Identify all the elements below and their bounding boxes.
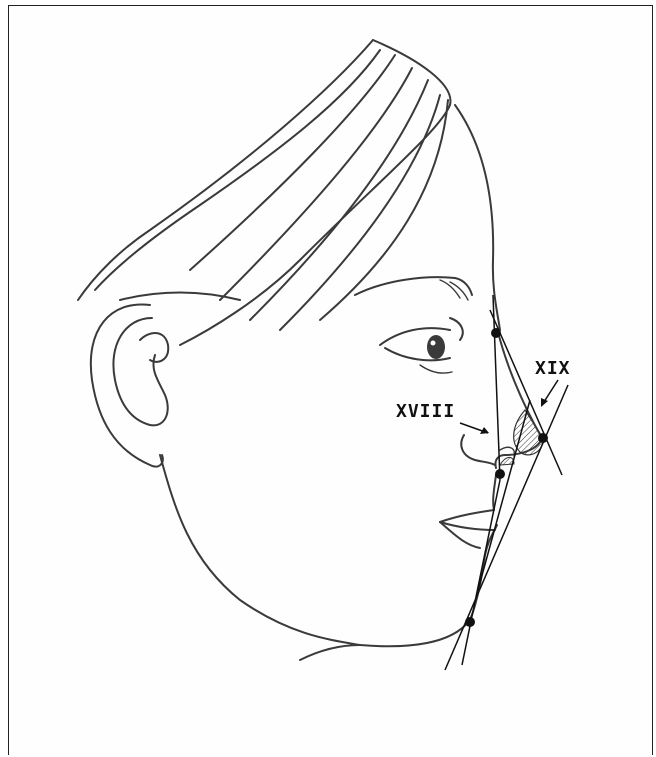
landmark-pogonion xyxy=(465,617,475,627)
landmark-pronasale xyxy=(538,433,548,443)
ear xyxy=(91,304,168,466)
lower-facial-line xyxy=(462,480,500,665)
eye-region xyxy=(355,277,472,373)
annotations: XVIII XIX xyxy=(396,358,571,434)
reference-lines xyxy=(445,295,568,670)
subnasal-tangent-line xyxy=(478,400,530,590)
label-xix: XIX xyxy=(535,358,571,379)
label-xviii: XVIII xyxy=(396,401,455,422)
face-outline xyxy=(160,455,497,660)
arrowhead-xix xyxy=(541,398,548,407)
landmark-nasion xyxy=(491,328,501,338)
landmark-subnasale xyxy=(495,469,505,479)
hair xyxy=(78,40,500,345)
hatched-region xyxy=(514,410,544,455)
